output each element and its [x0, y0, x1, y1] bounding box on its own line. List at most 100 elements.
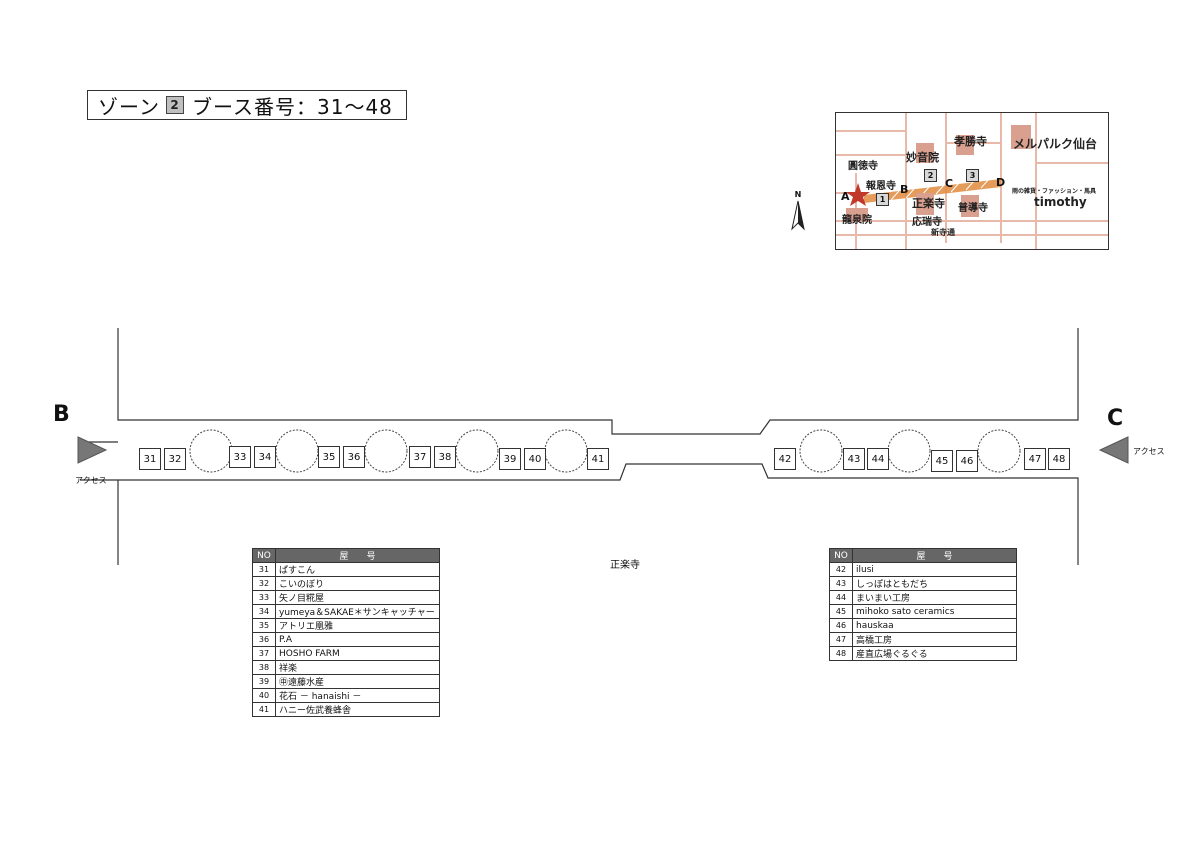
- building-block: [961, 195, 979, 217]
- tree-icon: [887, 429, 931, 473]
- minimap-label-entokuji: 圓徳寺: [848, 161, 878, 172]
- booth-45[interactable]: 45: [931, 450, 953, 472]
- booth-48[interactable]: 48: [1048, 448, 1070, 470]
- booth-40[interactable]: 40: [524, 448, 546, 470]
- booth-37[interactable]: 37: [409, 446, 431, 468]
- row-shop-name: ぱすこん: [275, 562, 440, 577]
- building-block: [916, 193, 934, 215]
- row-shop-name: mihoko sato ceramics: [852, 604, 1017, 619]
- row-number: 46: [829, 618, 853, 633]
- row-shop-name: HOSHO FARM: [275, 646, 440, 661]
- tree-icon: [799, 429, 843, 473]
- row-shop-name: 産直広場ぐるぐる: [852, 646, 1017, 661]
- booth-42[interactable]: 42: [774, 448, 796, 470]
- booth-34[interactable]: 34: [254, 446, 276, 468]
- zone-path: [864, 179, 1001, 203]
- building-block: [916, 143, 934, 163]
- booth-31[interactable]: 31: [139, 448, 161, 470]
- col-header-name: 屋 号: [852, 548, 1017, 563]
- booth-47[interactable]: 47: [1024, 448, 1046, 470]
- row-number: 41: [252, 702, 276, 717]
- row-shop-name: 祥楽: [275, 660, 440, 675]
- row-number: 35: [252, 618, 276, 633]
- zone-number-badge: 2: [166, 96, 184, 114]
- minimap-zone-1-marker: 1: [876, 193, 889, 206]
- row-shop-name: P.A: [275, 632, 440, 647]
- tree-icon: [189, 429, 233, 473]
- minimap-point-c: C: [945, 177, 954, 190]
- minimap-label-fudouji: 普導寺: [958, 203, 988, 214]
- minimap-label-timothy: timothy: [1034, 195, 1087, 209]
- minimap-label-shinteradoori: 新寺通: [931, 228, 955, 237]
- table-header-row: NO 屋 号: [252, 548, 440, 563]
- access-label-right: アクセス: [1133, 447, 1165, 456]
- booth-33[interactable]: 33: [229, 446, 251, 468]
- building-block: [956, 135, 974, 155]
- minimap-label-ousuiji: 応瑞寺: [912, 217, 942, 228]
- booth-43[interactable]: 43: [843, 448, 865, 470]
- access-arrow-left-icon: [77, 436, 108, 464]
- col-header-no: NO: [252, 548, 276, 563]
- row-number: 38: [252, 660, 276, 675]
- row-number: 36: [252, 632, 276, 647]
- minimap-label-shop-sub: 雨の雑貨・ファッション・馬具: [1012, 188, 1097, 195]
- minimap-zone-2-marker: 2: [924, 169, 937, 182]
- minimap-point-b: B: [900, 183, 909, 196]
- booth-46[interactable]: 46: [956, 450, 978, 472]
- point-b-label: B: [53, 402, 70, 427]
- row-shop-name: hauskaa: [852, 618, 1017, 633]
- row-number: 40: [252, 688, 276, 703]
- building-block: [846, 208, 868, 222]
- row-shop-name: ㊥遠藤水産: [275, 674, 440, 689]
- booth-39[interactable]: 39: [499, 448, 521, 470]
- row-shop-name: 矢ノ目糀屋: [275, 590, 440, 605]
- zone-title-suffix: ブース番号：31〜48: [192, 94, 393, 119]
- compass-north-label: N: [794, 190, 802, 199]
- row-number: 45: [829, 604, 853, 619]
- zone-title-prefix: ゾーン: [98, 94, 160, 119]
- col-header-no: NO: [829, 548, 853, 563]
- tree-icon: [455, 429, 499, 473]
- tree-icon: [977, 429, 1021, 473]
- booth-44[interactable]: 44: [867, 448, 889, 470]
- row-number: 33: [252, 590, 276, 605]
- street-outline: [77, 328, 1129, 565]
- minimap-point-d: D: [996, 176, 1006, 189]
- row-number: 47: [829, 632, 853, 647]
- building-block: [1011, 125, 1031, 149]
- booth-32[interactable]: 32: [164, 448, 186, 470]
- row-number: 32: [252, 576, 276, 591]
- booth-38[interactable]: 38: [434, 446, 456, 468]
- minimap-zone-3-marker: 3: [966, 169, 979, 182]
- access-label-left: アクセス: [75, 476, 107, 485]
- row-shop-name: アトリエ凰雅: [275, 618, 440, 633]
- row-number: 37: [252, 646, 276, 661]
- table-header-row: NO 屋 号: [829, 548, 1017, 563]
- minimap-label-takeshouji: 孝勝寺: [954, 135, 987, 148]
- row-shop-name: 高橋工房: [852, 632, 1017, 647]
- point-c-label: C: [1107, 406, 1124, 431]
- row-number: 42: [829, 562, 853, 577]
- booth-36[interactable]: 36: [343, 446, 365, 468]
- booth-35[interactable]: 35: [318, 446, 340, 468]
- booth-41[interactable]: 41: [587, 448, 609, 470]
- row-number: 43: [829, 576, 853, 591]
- row-shop-name: ハニー佐武養蜂舎: [275, 702, 440, 717]
- tree-icon: [275, 429, 319, 473]
- col-header-name: 屋 号: [275, 548, 440, 563]
